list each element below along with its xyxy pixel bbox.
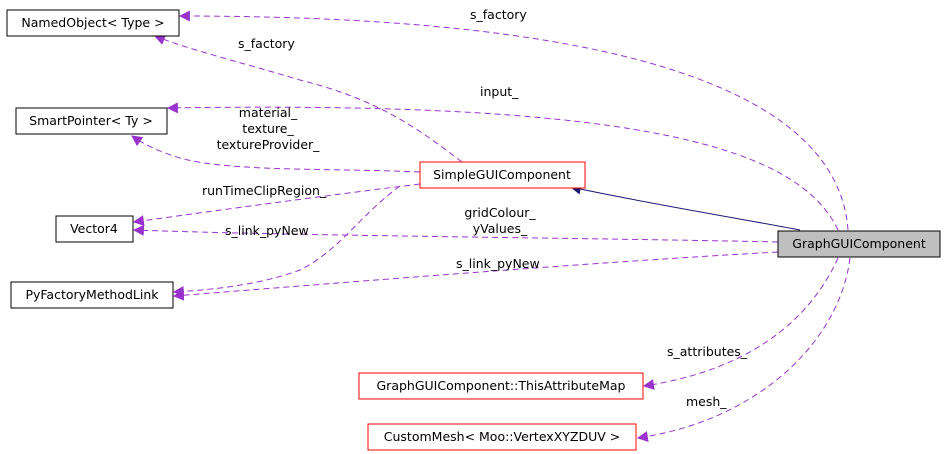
edge-graph-to-custom-mesh <box>636 257 851 442</box>
edge-label-graph-vector4-2: yValues_ <box>473 221 528 236</box>
edge-simple-to-smart-pointer <box>131 135 421 173</box>
edge-label-simple-vector4: runTimeClipRegion_ <box>202 183 327 198</box>
edge-graph-to-smart-pointer <box>166 102 839 231</box>
node-py-factory-method-link-label: PyFactoryMethodLink <box>25 287 159 302</box>
edge-label-simple-smart-pointer-3: textureProvider_ <box>217 137 321 152</box>
edge-graph-to-vector4 <box>132 224 779 243</box>
node-this-attribute-map-label: GraphGUIComponent::ThisAttributeMap <box>377 378 626 393</box>
node-py-factory-method-link[interactable]: PyFactoryMethodLink <box>10 281 174 309</box>
edge-graph-to-attribute-map <box>642 257 839 390</box>
edge-label-graph-custom-mesh: mesh_ <box>686 394 727 409</box>
node-vector4-label: Vector4 <box>70 221 118 236</box>
edge-label-simple-py-factory: s_link_pyNew <box>225 223 309 238</box>
node-simple-gui-component[interactable]: SimpleGUIComponent <box>419 161 586 189</box>
edge-label-graph-vector4-1: gridColour_ <box>464 205 536 220</box>
node-smart-pointer-label: SmartPointer< Ty > <box>29 113 153 128</box>
node-vector4[interactable]: Vector4 <box>55 215 134 243</box>
edge-label-graph-named-object: s_factory <box>470 7 527 22</box>
node-named-object-label: NamedObject< Type > <box>21 15 164 30</box>
node-custom-mesh[interactable]: CustomMesh< Moo::VertexXYZDUV > <box>367 423 637 451</box>
node-graph-gui-component-label: GraphGUIComponent <box>792 236 926 251</box>
edge-simple-to-vector4 <box>132 183 421 227</box>
node-this-attribute-map[interactable]: GraphGUIComponent::ThisAttributeMap <box>358 372 644 400</box>
node-simple-gui-component-label: SimpleGUIComponent <box>433 167 571 182</box>
node-smart-pointer[interactable]: SmartPointer< Ty > <box>15 107 168 135</box>
edges <box>131 10 851 442</box>
edge-inheritance-graph-to-simple <box>569 183 801 231</box>
node-graph-gui-component[interactable]: GraphGUIComponent <box>777 230 941 258</box>
edge-label-graph-smart-pointer: input_ <box>480 84 519 99</box>
node-custom-mesh-label: CustomMesh< Moo::VertexXYZDUV > <box>384 429 620 444</box>
edge-graph-to-py-factory <box>172 251 779 301</box>
edge-simple-to-py-factory <box>172 185 401 297</box>
edge-label-simple-named-object: s_factory <box>238 36 295 51</box>
node-named-object[interactable]: NamedObject< Type > <box>6 9 180 37</box>
edge-labels: s_factory s_factory input_ material_ tex… <box>202 7 748 409</box>
edge-label-simple-smart-pointer-2: texture_ <box>242 121 294 136</box>
edge-simple-to-named-object <box>153 34 463 163</box>
edge-label-graph-attribute-map: s_attributes_ <box>667 344 748 359</box>
edge-label-graph-py-factory: s_link_pyNew <box>456 256 540 271</box>
edge-label-simple-smart-pointer-1: material_ <box>239 105 298 120</box>
